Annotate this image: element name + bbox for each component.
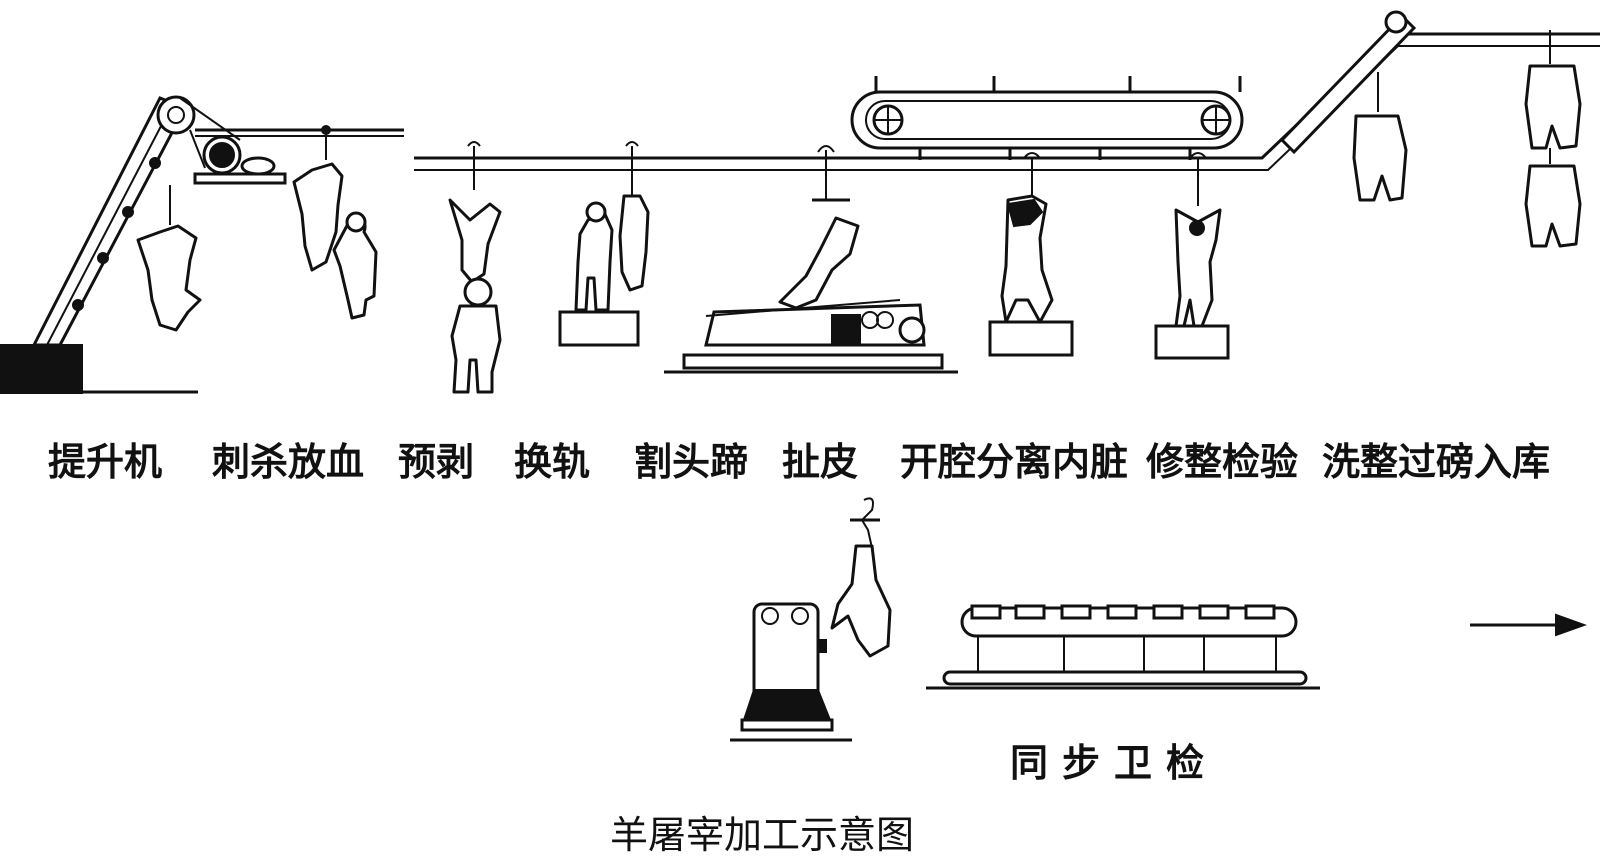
bleeding-station-icon [292,125,378,320]
stage-label-pre-skinning: 预剥 [398,440,474,484]
sync-inspection-conveyor-icon [926,604,1320,690]
stage-label-skin-pulling: 扯皮 [782,440,858,484]
diagram-title: 羊屠宰加工示意图 [610,813,914,857]
sheep-on-lifter-icon [136,185,202,332]
lifter-machine [0,95,404,394]
stage-label-rail-switch: 换轨 [514,440,590,484]
rail-switch-station-icon [558,141,650,347]
pre-skinning-station-icon [448,141,502,394]
stage-label-trimming-inspection: 修整检验 [1146,440,1298,484]
flow-direction-arrow-icon [1470,613,1587,637]
stage-label-head-hoof-removal: 割头蹄 [634,440,748,484]
overhead-conveyor [850,76,1244,160]
stage-label-washing-weighing-storage: 洗整过磅入库 [1322,440,1550,484]
stage-label-evisceration: 开腔分离内脏 [900,440,1128,484]
sync-inspection-label: 同步卫检 [1010,741,1218,785]
evisceration-station-icon [988,152,1074,357]
viscera-processing-machine-icon [730,497,892,742]
trimming-inspection-station-icon [1154,152,1230,360]
washing-weighing-storage-carcasses-icon [1352,30,1582,248]
skinning-machine-icon [664,145,958,374]
incline-rail [1279,10,1417,155]
stage-labels: 提升机 刺杀放血 预剥 换轨 割头蹄 扯皮 开腔分离内脏 修整检验 洗整过磅入库 [48,440,1550,484]
stage-label-lifter: 提升机 [48,440,162,484]
stage-label-bleeding: 刺杀放血 [212,440,364,484]
